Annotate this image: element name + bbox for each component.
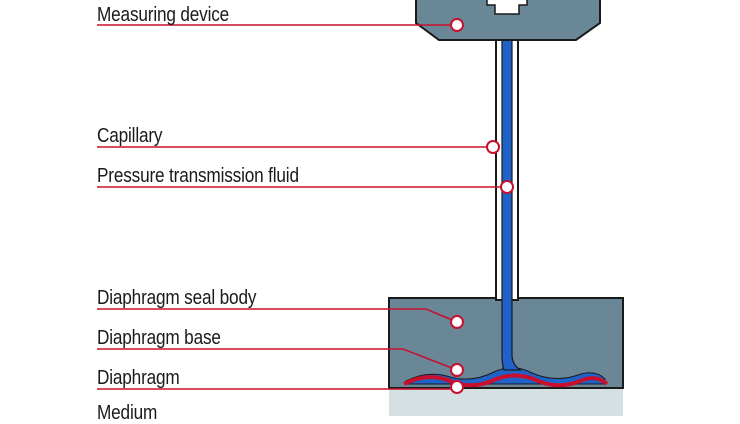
- marker-pressure-transmission-fluid: [500, 180, 514, 194]
- marker-diaphragm-seal-body: [450, 315, 464, 329]
- marker-measuring-device: [450, 18, 464, 32]
- marker-diaphragm-base: [450, 363, 464, 377]
- medium-area: [389, 386, 623, 416]
- label-capillary: Capillary: [97, 125, 163, 147]
- label-pressure-transmission-fluid: Pressure transmission fluid: [97, 165, 299, 187]
- marker-diaphragm: [450, 380, 464, 394]
- marker-capillary: [486, 140, 500, 154]
- label-diaphragm-base: Diaphragm base: [97, 327, 221, 349]
- measuring-device-shape: [415, 0, 601, 41]
- leader-diaphragm-seal-body: [97, 308, 458, 323]
- diaphragm-shape: [403, 373, 609, 388]
- leader-diaphragm-base: [97, 348, 458, 371]
- label-measuring-device: Measuring device: [97, 4, 230, 26]
- label-medium: Medium: [97, 402, 158, 424]
- label-diaphragm: Diaphragm: [97, 367, 180, 389]
- label-diaphragm-seal-body: Diaphragm seal body: [97, 287, 257, 309]
- measuring-device-connector: [486, 0, 528, 15]
